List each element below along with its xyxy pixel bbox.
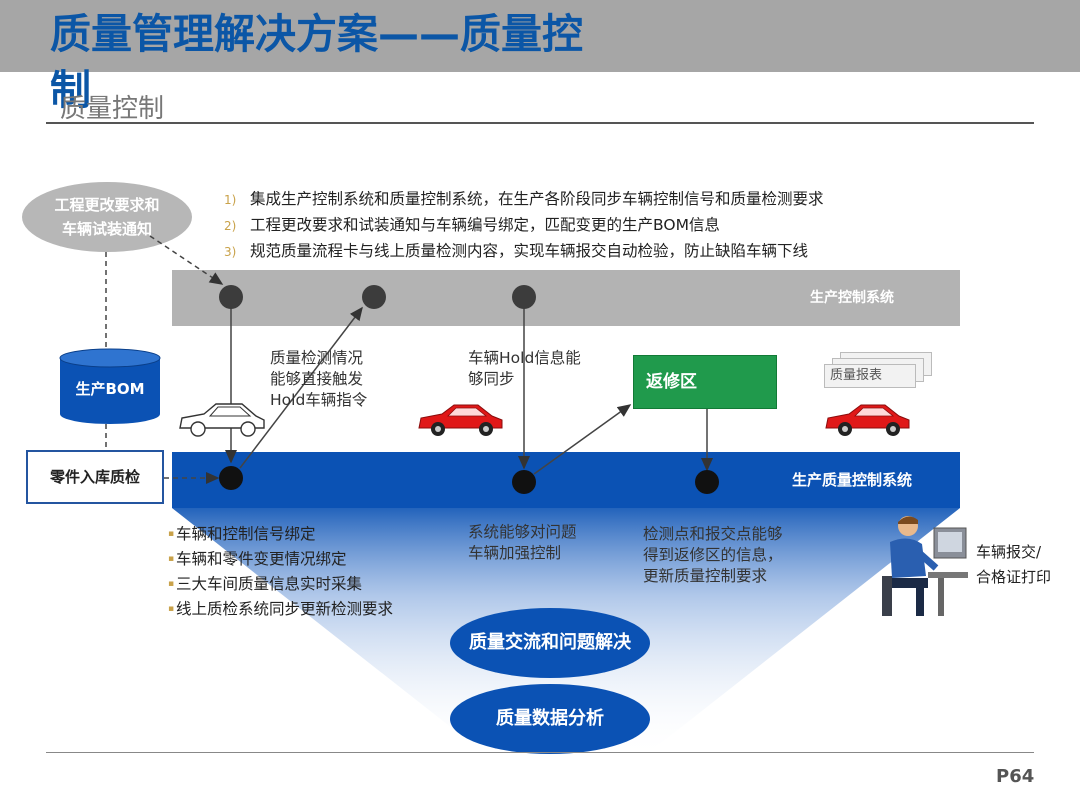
quality-communication-oval: 质量交流和问题解决	[450, 608, 650, 678]
list-item: ▪三大车间质量信息实时采集	[168, 572, 393, 597]
parts-inspection-box: 零件入库质检	[26, 450, 164, 504]
vehicle-submission-label: 车辆报交/ 合格证打印	[976, 540, 1051, 590]
car-outline-icon	[176, 398, 268, 440]
list-item: ▪线上质检系统同步更新检测要求	[168, 597, 393, 622]
note-quality-trigger: 质量检测情况 能够直接触发 Hold车辆指令	[270, 348, 367, 411]
note-hold-sync: 车辆Hold信息能 够同步	[468, 348, 581, 390]
page-number: P64	[996, 766, 1034, 787]
quality-node-3	[695, 470, 719, 494]
worker-at-computer-icon	[878, 512, 970, 616]
production-node-1	[219, 285, 243, 309]
quality-node-2	[512, 470, 536, 494]
production-bom-label: 生产BOM	[58, 378, 162, 399]
feature-bullet-list: ▪车辆和控制信号绑定 ▪车辆和零件变更情况绑定 ▪三大车间质量信息实时采集 ▪线…	[168, 522, 393, 622]
note-system-control: 系统能够对问题 车辆加强控制	[468, 522, 577, 564]
list-item: ▪车辆和零件变更情况绑定	[168, 547, 393, 572]
quality-analysis-oval: 质量数据分析	[450, 684, 650, 754]
repair-area-box: 返修区	[633, 355, 777, 409]
production-node-3	[512, 285, 536, 309]
quality-node-1	[219, 466, 243, 490]
note-repair-info: 检测点和报交点能够 得到返修区的信息， 更新质量控制要求	[643, 524, 783, 587]
red-car-icon	[822, 400, 914, 440]
list-item: ▪车辆和控制信号绑定	[168, 522, 393, 547]
production-node-2	[362, 285, 386, 309]
red-car-icon	[416, 400, 506, 440]
footer-divider	[46, 752, 1034, 753]
quality-report-label: 质量报表	[830, 364, 882, 383]
